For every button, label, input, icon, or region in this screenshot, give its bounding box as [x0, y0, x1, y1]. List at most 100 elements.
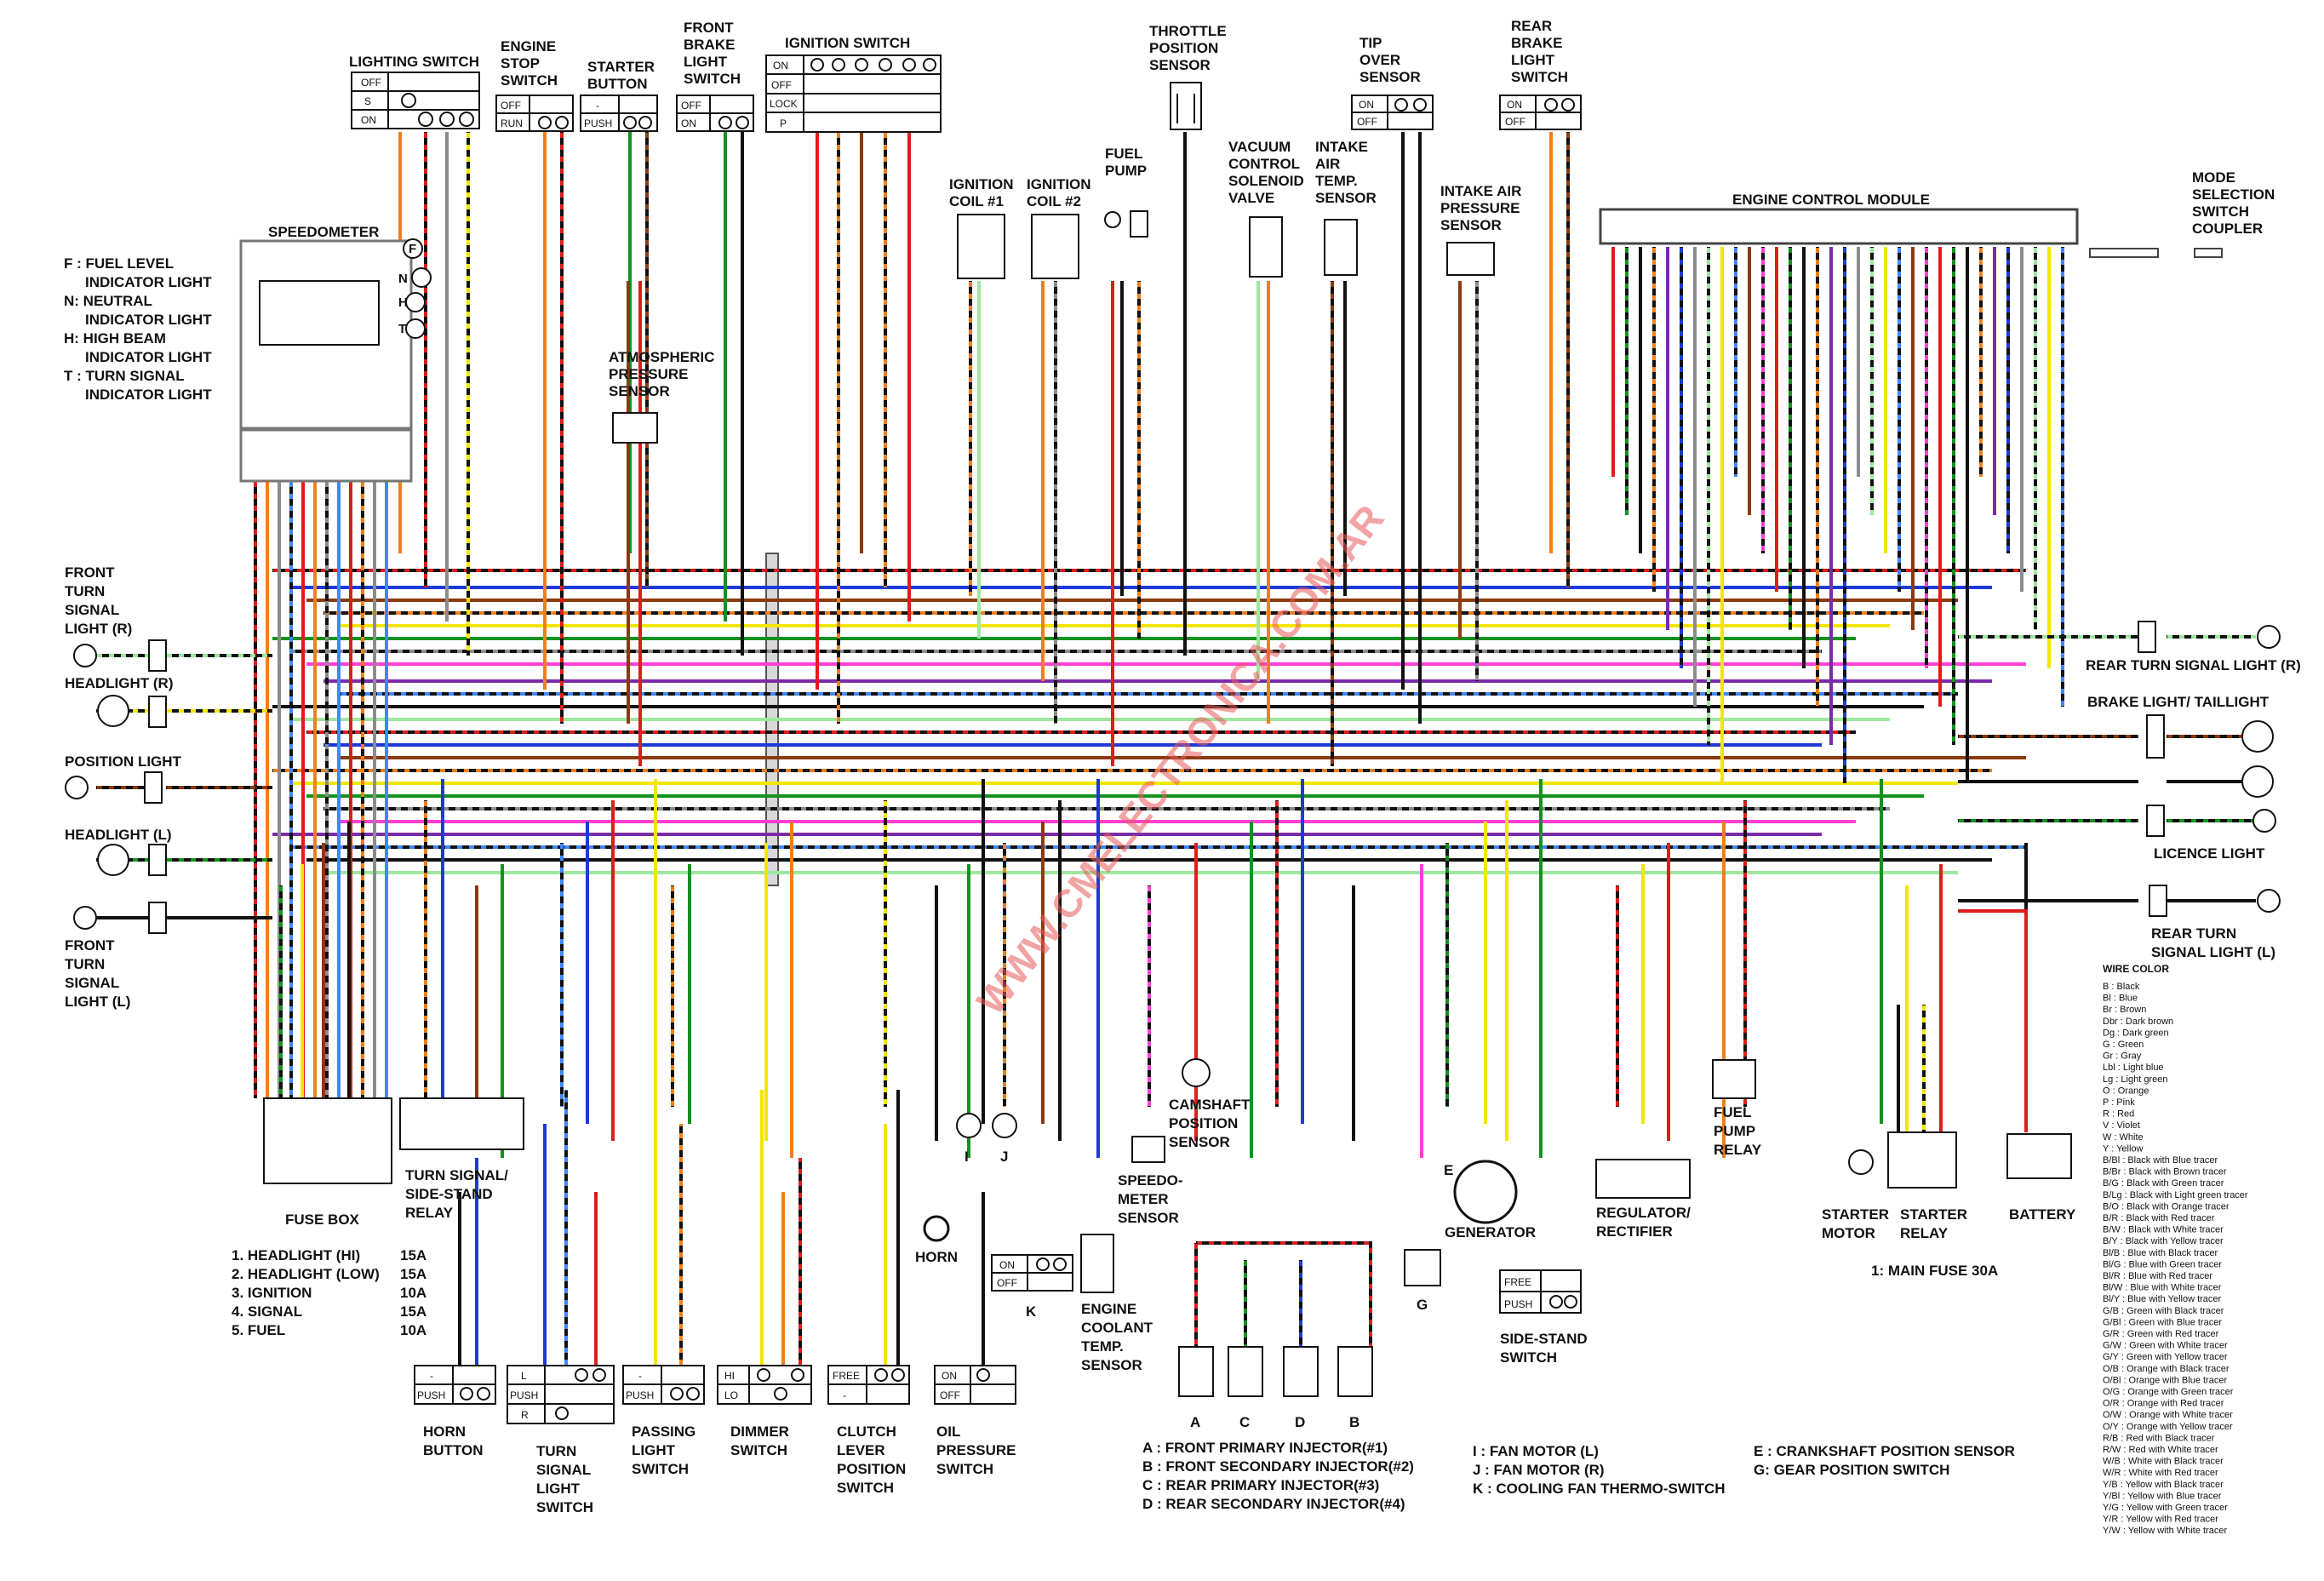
svg-text:N: N [398, 272, 408, 286]
wire-color-entry: Bl/Y : Blue with Yellow tracer [2103, 1294, 2222, 1304]
wire-color-entry: O/R : Orange with Red tracer [2103, 1399, 2224, 1409]
svg-text:15A: 15A [400, 1247, 426, 1263]
svg-text:I: I [965, 1149, 969, 1165]
svg-text:PUSH: PUSH [584, 117, 612, 129]
wire-color-entry: Y/G : Yellow with Green tracer [2103, 1503, 2228, 1513]
svg-text:B : FRONT SECONDARY INJECTOR(#: B : FRONT SECONDARY INJECTOR(#2) [1142, 1458, 1414, 1475]
svg-text:ENGINE CONTROL MODULE: ENGINE CONTROL MODULE [1732, 192, 1930, 208]
bulb-icon [2257, 889, 2281, 913]
wire-color-entry: Y/Bl : Yellow with Blue tracer [2103, 1491, 2222, 1501]
wire-color-entry: G : Green [2103, 1040, 2144, 1050]
svg-text:GENERATOR: GENERATOR [1445, 1224, 1536, 1240]
wire-color-entry: G/W : Green with White tracer [2103, 1341, 2228, 1351]
wire-color-entry: Bl/W : Blue with White tracer [2103, 1283, 2222, 1293]
wire-color-entry: Br : Brown [2103, 1005, 2146, 1015]
svg-text:LOCK: LOCK [770, 98, 798, 110]
svg-text:E: E [1444, 1162, 1453, 1178]
wire-color-entry: O : Orange [2103, 1086, 2149, 1096]
wire-color-entry: Y/B : Yellow with Black tracer [2103, 1480, 2224, 1490]
svg-text:ON: ON [999, 1259, 1015, 1271]
svg-text:PUSH: PUSH [626, 1389, 654, 1401]
wire-color-entry: G/Bl : Green with Blue tracer [2103, 1317, 2222, 1327]
cooling-fan-thermo-switch: ON OFF K [991, 1254, 1073, 1320]
svg-text:J: J [1000, 1149, 1008, 1165]
wire-color-entry: Bl/R : Blue with Red tracer [2103, 1271, 2212, 1281]
svg-text:OFF: OFF [771, 79, 792, 91]
svg-text:J : FAN MOTOR (R): J : FAN MOTOR (R) [1473, 1462, 1605, 1478]
fuse-list: 1. HEADLIGHT (HI) 15A 2. HEADLIGHT (LOW)… [232, 1247, 426, 1338]
wire-color-entry: B/G : Black with Green tracer [2103, 1178, 2224, 1189]
svg-text:4. SIGNAL: 4. SIGNAL [232, 1303, 302, 1320]
headlight-icon [97, 695, 129, 727]
svg-text:G: G [1417, 1297, 1428, 1313]
svg-text:WIRE COLOR: WIRE COLOR [2103, 963, 2169, 975]
svg-text:A: A [1190, 1414, 1200, 1430]
svg-text:PUSH: PUSH [510, 1389, 538, 1401]
brake-light-taillight: BRAKE LIGHT/ TAILLIGHT [2087, 694, 2274, 798]
fuel-indicator-icon [403, 238, 423, 259]
fan-legend: I : FAN MOTOR (L) J : FAN MOTOR (R) K : … [1473, 1443, 1726, 1497]
svg-text:OFF: OFF [501, 100, 521, 112]
bulb-icon [2257, 625, 2281, 649]
fuse-box: FUSE BOX [263, 1097, 392, 1228]
wire-color-entry: W : White [2103, 1132, 2144, 1143]
svg-text:FREE: FREE [833, 1370, 860, 1382]
svg-text:ON: ON [681, 117, 696, 129]
injector-c [1228, 1346, 1263, 1397]
wire-color-entry: Bl : Blue [2103, 994, 2138, 1004]
neutral-indicator-icon [411, 267, 432, 288]
fan-motor-icon [956, 1113, 982, 1138]
wire-color-entry: V : Violet [2103, 1120, 2140, 1131]
svg-text:INDICATOR LIGHT: INDICATOR LIGHT [85, 349, 212, 365]
fan-motors: I J [956, 1113, 1017, 1165]
starter-motor-icon [1848, 1149, 1874, 1175]
sensor-legend: E : CRANKSHAFT POSITION SENSOR G: GEAR P… [1754, 1443, 2015, 1478]
regulator-rectifier: REGULATOR/RECTIFIER [1595, 1159, 1691, 1240]
engine-control-module: ENGINE CONTROL MODULE [1599, 192, 2223, 258]
svg-text:ON: ON [942, 1370, 957, 1382]
svg-text:INDICATOR LIGHT: INDICATOR LIGHT [85, 274, 212, 290]
svg-text:INDICATOR LIGHT: INDICATOR LIGHT [85, 312, 212, 328]
svg-text:-: - [596, 100, 599, 112]
wire-color-entry: R/B : Red with Black tracer [2103, 1433, 2215, 1443]
svg-text:IGNITION SWITCH: IGNITION SWITCH [785, 35, 910, 51]
svg-text:T: T [398, 322, 406, 336]
wire-color-entry: Gr : Gray [2103, 1051, 2142, 1062]
svg-text:FUSE BOX: FUSE BOX [285, 1212, 360, 1228]
injector-a [1178, 1346, 1214, 1397]
svg-text:G: GEAR POSITION SWITCH: G: GEAR POSITION SWITCH [1754, 1462, 1949, 1478]
wire-color-entry: Dbr : Dark brown [2103, 1017, 2173, 1027]
svg-text:ON: ON [361, 114, 376, 126]
high-beam-indicator-icon [405, 292, 426, 312]
svg-text:F : FUEL LEVEL: F : FUEL LEVEL [64, 255, 174, 272]
svg-text:D : REAR SECONDARY INJECTOR(#4: D : REAR SECONDARY INJECTOR(#4) [1142, 1496, 1405, 1512]
